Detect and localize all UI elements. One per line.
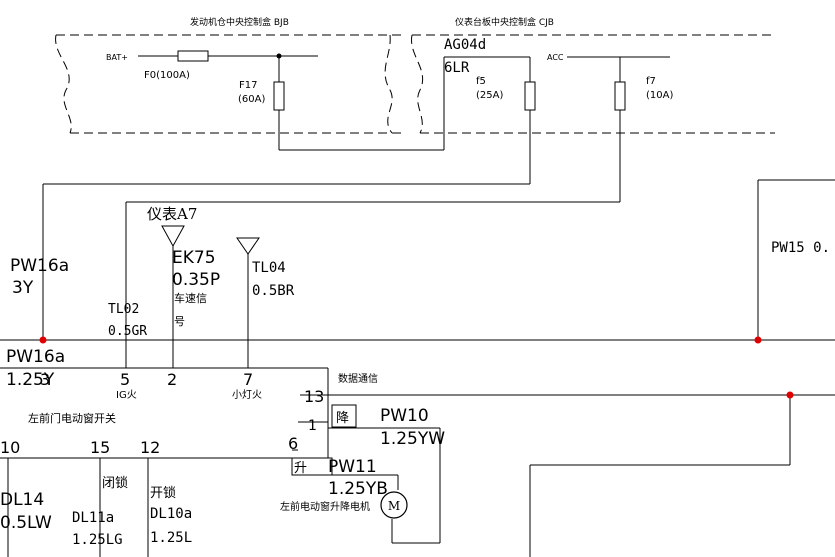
f7-rating: (10A) — [646, 90, 673, 101]
pin-1: 1 — [308, 418, 317, 434]
fuse-wiring — [42, 50, 670, 368]
engine-box-title: 发动机仓中央控制盒 BJB — [190, 16, 289, 28]
bus-wiring — [0, 179, 835, 557]
pw16a-mid-name: PW16a — [6, 347, 65, 367]
pin-5-note: IG火 — [116, 389, 137, 401]
engine-control-box — [55, 34, 402, 134]
junction-dot-pw16a — [39, 336, 47, 344]
dl11a-spec: 1.25LG — [72, 532, 123, 548]
pin-2: 2 — [167, 370, 177, 389]
pin-12: 12 — [140, 438, 160, 457]
f17-rating: (60A) — [238, 94, 265, 105]
acc-label: ACC — [547, 53, 564, 62]
tl02-name: TL02 — [108, 302, 139, 317]
f17-name: F17 — [239, 80, 257, 91]
pin-5: 5 — [120, 370, 130, 389]
dl14-spec: 0.5LW — [0, 513, 52, 533]
pw10-name: PW10 — [380, 406, 429, 426]
pin-10: 10 — [0, 438, 20, 457]
dl11a-name: DL11a — [72, 510, 114, 526]
wire-6lr-label: 6LR — [444, 60, 470, 76]
dash-box-title: 仪表台板中央控制盒 CJB — [455, 16, 554, 28]
pin-13-note: 数据通信 — [338, 372, 378, 385]
ek75-spec: 0.35P — [172, 270, 220, 290]
pin-7-note: 小灯火 — [232, 389, 262, 401]
pw11-name: PW11 — [328, 457, 377, 477]
bat-label: BAT+ — [106, 53, 128, 62]
f7-name: f7 — [646, 76, 656, 87]
connector-triangle-tl04 — [236, 237, 260, 255]
ek75-name: EK75 — [172, 248, 216, 268]
pin-15: 15 — [90, 438, 110, 457]
pw15-label: PW15 0. — [771, 240, 830, 256]
motor-letter: M — [388, 499, 400, 513]
pin-7: 7 — [243, 370, 253, 389]
ag04d-label: AG04d — [444, 37, 486, 53]
pin-3: 3 — [40, 370, 50, 389]
pw16a-top-spec: 3Y — [12, 278, 34, 298]
junction-dot-data — [786, 391, 794, 399]
pw11-spec: 1.25YB — [328, 479, 388, 499]
ek75-note1: 车速信 — [174, 291, 207, 305]
pin-13: 13 — [304, 387, 324, 406]
junction-dot-bat — [276, 53, 282, 59]
connector-triangle-ek75 — [161, 225, 185, 248]
motor-label: 左前电动窗升降电机 — [280, 500, 370, 513]
up-label: 升 — [294, 461, 307, 476]
down-label: 降 — [336, 411, 349, 426]
switch-title: 左前门电动窗开关 — [28, 411, 116, 425]
tl02-spec: 0.5GR — [108, 324, 147, 339]
pin-6: 6 — [288, 434, 298, 453]
f5-rating: (25A) — [476, 90, 503, 101]
tl04-spec: 0.5BR — [252, 283, 295, 299]
ek75-note2: 号 — [174, 315, 185, 328]
f5-name: f5 — [476, 76, 486, 87]
dl10a-name: DL10a — [150, 506, 192, 522]
close-lock-label: 闭锁 — [102, 475, 128, 491]
motor-symbol — [380, 491, 408, 519]
pw16a-top-name: PW16a — [10, 256, 69, 276]
yibiao-label: 仪表A7 — [147, 205, 197, 223]
junction-dot-pw15 — [754, 336, 762, 344]
tl04-name: TL04 — [252, 260, 286, 276]
dl14-name: DL14 — [0, 490, 44, 510]
switch-up-box — [291, 457, 333, 476]
open-lock-label: 开锁 — [150, 485, 176, 501]
switch-down-box — [331, 404, 357, 428]
pw16a-mid-spec: 1.25Y — [6, 370, 55, 390]
pw10-spec: 1.25YW — [380, 429, 445, 449]
dl10a-spec: 1.25L — [150, 530, 192, 546]
f0-label: F0(100A) — [144, 70, 190, 81]
dash-control-box — [411, 34, 775, 134]
